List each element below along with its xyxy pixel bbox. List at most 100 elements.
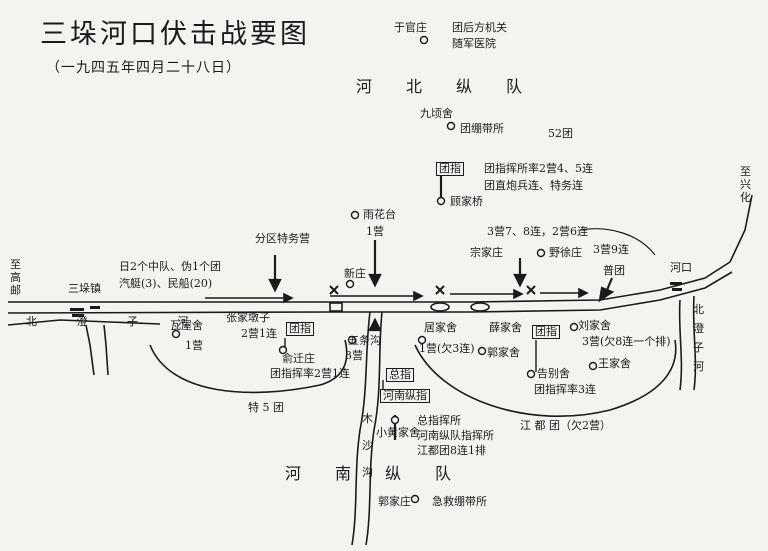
x-mark-2 bbox=[435, 285, 445, 295]
place-jiuqingshe: 九顷舍 bbox=[420, 107, 453, 120]
hebei-arc bbox=[579, 228, 656, 256]
hekou-town-block-1 bbox=[670, 282, 682, 285]
unit-ying3-wutiao: 3营 bbox=[345, 349, 363, 362]
enemy-line2: 汽艇(3)、民船(20) bbox=[119, 277, 213, 290]
dot-xiaohuangjiashe bbox=[390, 415, 400, 425]
east-river-west-bank bbox=[678, 299, 683, 391]
dot-yexuzhuang bbox=[536, 248, 546, 258]
dot-jiuqingshe bbox=[446, 121, 456, 131]
hekou-town-block-2 bbox=[672, 288, 682, 291]
unit-tuanzhi-east: 团指 bbox=[532, 325, 560, 339]
place-yuhuatai: 雨花台 bbox=[363, 208, 396, 221]
mushagou-east-bank bbox=[365, 311, 383, 546]
unit-ying1-wawu: 1营 bbox=[185, 339, 203, 352]
unit-ying1-qian3: 1营(欠3连) bbox=[419, 342, 475, 355]
dot-guojiazhuang bbox=[410, 494, 420, 504]
dot-xinzhuang bbox=[345, 279, 355, 289]
place-sanduozhen: 三垛镇 bbox=[68, 282, 101, 295]
place-hekou: 河口 bbox=[670, 261, 692, 274]
unit-tuanzhi-east-detail: 团指挥率3连 bbox=[534, 383, 596, 396]
unit-jiangdutuan-8lian: 江都团8连1排 bbox=[417, 444, 486, 457]
map-date: （一九四五年四月二十八日） bbox=[46, 60, 241, 76]
unit-zongzhihuisuo: 总指挥所 bbox=[417, 414, 461, 427]
place-zhixinghua: 至兴化 bbox=[740, 165, 751, 204]
main-road-south-edge bbox=[7, 271, 733, 314]
unit-fenqutewu: 分区特务营 bbox=[255, 232, 310, 245]
place-yuguanzhuang: 于官庄 bbox=[394, 21, 427, 34]
place-zhangjiaduozi: 张家墩子 bbox=[226, 311, 270, 324]
unit-tuanbengdaisuo: 团绷带所 bbox=[460, 122, 504, 135]
unit-ying3-9lian: 3营9连 bbox=[593, 243, 629, 256]
unit-tuanzhi-detail1: 团指挥所率2营4、5连 bbox=[484, 162, 593, 175]
unit-52tuan: 52团 bbox=[548, 127, 573, 140]
dot-guojiashe bbox=[477, 346, 487, 356]
place-wangjiashe: 王家舍 bbox=[598, 357, 631, 370]
dot-yuqianzhuang bbox=[278, 345, 288, 355]
dot-yuhuatai bbox=[350, 210, 360, 220]
dot-wangjiashe bbox=[588, 361, 598, 371]
place-wutiaogou: 五条沟 bbox=[348, 334, 381, 347]
attack-arrowhead-zongjia bbox=[513, 273, 527, 288]
attack-arrowhead-putuan bbox=[598, 286, 615, 303]
enemy-line1: 日2个中队、伪1个团 bbox=[119, 260, 221, 273]
road-to-xinghua bbox=[729, 194, 753, 263]
unit-ying1-north: 1营 bbox=[366, 225, 384, 238]
boat-2 bbox=[430, 302, 450, 312]
unit-zongzhi: 总指 bbox=[386, 368, 414, 382]
unit-henan-zhihuisuo: 河南纵队指挥所 bbox=[417, 429, 494, 442]
region-henan: 河南纵队 bbox=[285, 464, 486, 483]
river-beichengzi-east: 北澄子河 bbox=[693, 303, 704, 373]
river-mushagou: 木沙沟 bbox=[362, 412, 373, 479]
dot-jujiashe bbox=[417, 335, 427, 345]
unit-suijunyiyuan: 随军医院 bbox=[452, 37, 496, 50]
te5tuan-arc bbox=[149, 339, 348, 394]
river-beichengzi-west: 北 澄 子 河 bbox=[26, 315, 207, 328]
place-gaobieshe: 告别舍 bbox=[537, 367, 570, 380]
region-hebei: 河北纵队 bbox=[356, 77, 557, 96]
unit-jijiubengdaisuo: 急救绷带所 bbox=[432, 495, 487, 508]
x-mark-1 bbox=[329, 285, 339, 295]
place-yuqianzhuang: 俞迁庄 bbox=[282, 352, 315, 365]
jiangdu-arc bbox=[414, 339, 677, 417]
west-river bbox=[7, 319, 161, 326]
west-river-lower bbox=[85, 324, 95, 376]
unit-tuanzhi-mid: 团指 bbox=[286, 322, 314, 336]
place-xinzhuang: 新庄 bbox=[344, 267, 366, 280]
unit-tuanhoufang: 团后方机关 bbox=[452, 21, 507, 34]
convoy-arrowhead-4 bbox=[578, 287, 589, 299]
place-jujiashe: 居家舍 bbox=[424, 321, 457, 334]
x-mark-3 bbox=[526, 285, 536, 295]
sanduo-town-block-1 bbox=[70, 308, 84, 311]
convoy-arrowhead-1 bbox=[283, 292, 294, 304]
convoy-arrowhead-3 bbox=[513, 288, 524, 300]
unit-tuanzhi-detail2: 团直炮兵连、特务连 bbox=[484, 179, 583, 192]
unit-ying2-1lian: 2营1连 bbox=[241, 327, 277, 340]
place-yexuzhuang: 野徐庄 bbox=[549, 246, 582, 259]
sanduo-town-block-2 bbox=[72, 314, 84, 317]
boat-3 bbox=[470, 302, 490, 312]
unit-ying3-78lian: 3营7、8连，2营6连 bbox=[487, 225, 588, 238]
place-guojiazhuang: 郭家庄 bbox=[378, 495, 411, 508]
dot-wawushe bbox=[171, 329, 181, 339]
unit-tuanzhi-north: 团指 bbox=[436, 162, 464, 176]
place-zhigaoyou: 至高邮 bbox=[10, 258, 21, 297]
dot-gujiaqiao bbox=[436, 196, 446, 206]
attack-arrowhead-yuhuatai bbox=[368, 273, 382, 288]
attack-arrowhead-south bbox=[368, 317, 382, 332]
dot-gaobieshe bbox=[526, 369, 536, 379]
dot-yuguanzhuang bbox=[419, 35, 429, 45]
unit-te5tuan: 特 5 团 bbox=[248, 401, 284, 414]
attack-arrowhead-nanganduo bbox=[268, 278, 282, 293]
dot-liujiashe bbox=[569, 322, 579, 332]
unit-jiangdutuan: 江 都 团（欠2营） bbox=[520, 419, 611, 432]
place-xuejiashe: 薛家舍 bbox=[489, 321, 522, 334]
east-river-east-bank bbox=[692, 295, 697, 391]
unit-tuanzhi-mid-detail: 团指挥率2营1连 bbox=[270, 367, 350, 380]
place-xiaohuangjiashe: 小黄家舍 bbox=[376, 426, 420, 439]
unit-henanzongzhi: 河南纵指 bbox=[380, 389, 430, 403]
convoy-arrowhead-2 bbox=[413, 290, 424, 302]
mushagou-west-bank bbox=[351, 311, 371, 546]
place-guojiashe: 郭家舍 bbox=[487, 346, 520, 359]
